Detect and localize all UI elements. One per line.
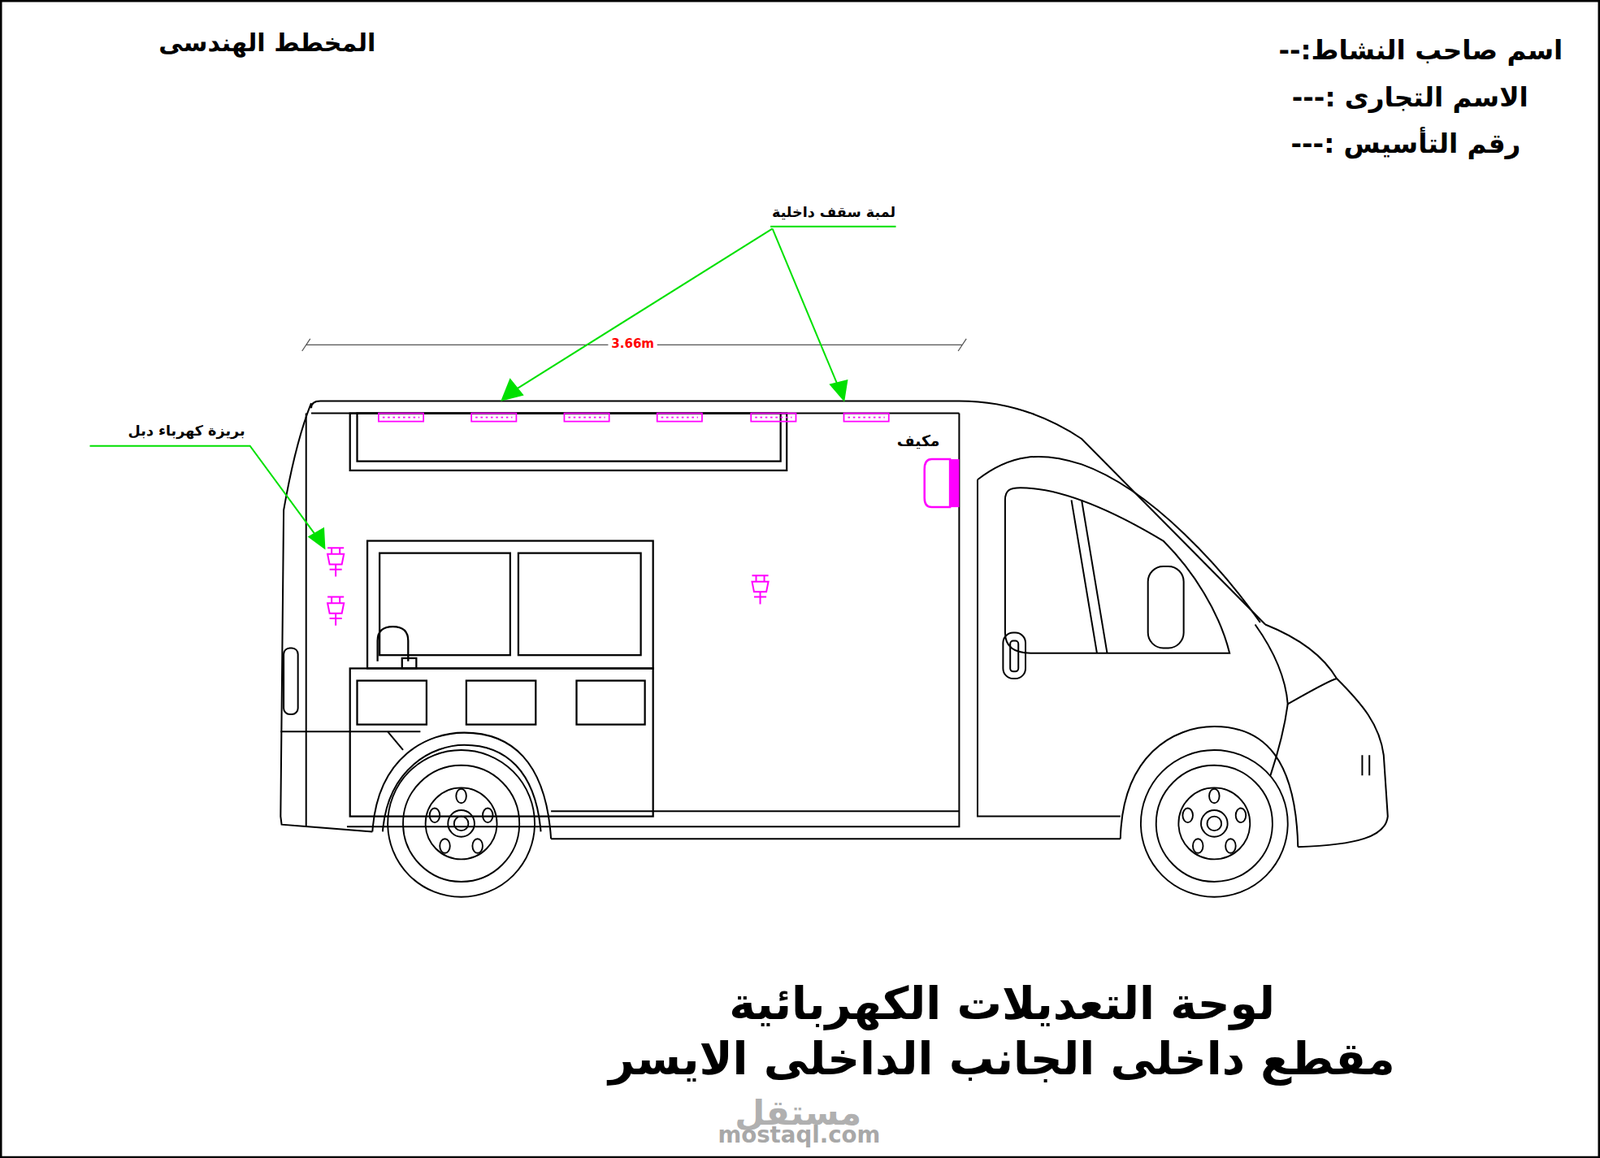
rear-door-line [305,413,308,828]
ceiling-lights [378,413,889,422]
sill-line [550,837,1121,840]
bolt [455,789,467,804]
sheet-title: لوحة التعديلات الكهربائية [728,977,1275,1032]
side-mirror [1148,566,1184,648]
drawer [576,680,645,725]
floor-line [550,810,959,812]
bumper-line [387,731,404,751]
drawer [466,680,536,725]
hub-center [447,810,475,837]
registration-field: رقم التأسيس :--- [1291,128,1522,161]
rear-wheel-arch-inner [382,745,542,833]
faucet-base [402,658,417,669]
tyre [1140,750,1288,898]
front-wheel [1140,750,1288,898]
roof-line [311,401,1266,625]
ac-unit [924,459,952,508]
van-body [280,401,1388,848]
ceiling-light [378,413,424,422]
hub-center [1201,810,1228,837]
ceiling-light [657,413,703,422]
arrowhead [308,528,325,548]
ceiling-light [563,413,609,422]
sheet-heading: المخطط الهندسى [158,28,376,58]
front-wheel-arch [1120,726,1298,847]
bumper-detail [1270,703,1370,776]
rear-wheel [387,750,535,898]
interior-furniture [350,413,787,817]
window-pane [518,553,642,656]
socket-symbol [327,547,344,577]
window-pillar [1071,499,1108,653]
rear-handle [283,647,299,715]
callout-label: بريزة كهرباء دبل [128,422,246,440]
door-handle [1002,633,1026,680]
ceiling-light [750,413,796,422]
cab-door [977,479,1121,816]
hub-center [1207,816,1223,832]
arrowhead [502,379,523,400]
upper-cabinet [350,413,787,471]
door-top [977,456,1261,623]
component-label: مكيف [897,431,941,451]
dimension-label: 3.66m [607,336,657,352]
callout-label: لمبة سقف داخلية [771,203,896,222]
hub-center [454,816,469,832]
ceiling-light [471,413,516,422]
socket-symbol [327,597,344,626]
bolt [1225,838,1236,854]
ac-unit [949,459,960,508]
hub [1178,787,1250,859]
leader-line [90,446,319,539]
light-pattern [382,416,885,419]
cargo-wall [346,413,959,828]
bolt [472,838,483,854]
ceiling-light [843,413,889,422]
bolt [1182,808,1193,824]
drawer [357,680,427,725]
socket-symbol [751,575,768,604]
bolt [1192,838,1204,854]
arrowhead [830,380,847,400]
bolt [1209,789,1220,804]
counter [350,668,654,817]
service-window [367,541,654,669]
bolt [1235,808,1247,824]
sheet-caption: مقطع داخلى الجانب الداخلى الايسر [608,1032,1396,1087]
watermark: mostaql.com [717,1122,881,1150]
air-conditioner [924,459,960,508]
faucet [377,626,409,662]
window-pane [379,553,511,656]
rim [1156,765,1273,882]
upper-cabinet-inner [357,413,781,462]
sockets [327,547,768,625]
trade-name-field: الاسم التجارى :--- [1292,81,1529,113]
rear-edge [280,403,373,832]
leader-line [515,226,896,391]
front-face [1265,624,1388,848]
callout-leaders [90,226,897,549]
headlight [1255,624,1337,705]
door-handle [1010,641,1019,673]
bolt [439,838,451,854]
hub [425,787,498,859]
rim [403,765,520,882]
bolt [482,808,494,824]
cab-window [1005,487,1230,653]
bolt [429,808,441,824]
tyre [387,750,535,898]
owner-field: اسم صاحب النشاط:-- [1278,34,1563,67]
